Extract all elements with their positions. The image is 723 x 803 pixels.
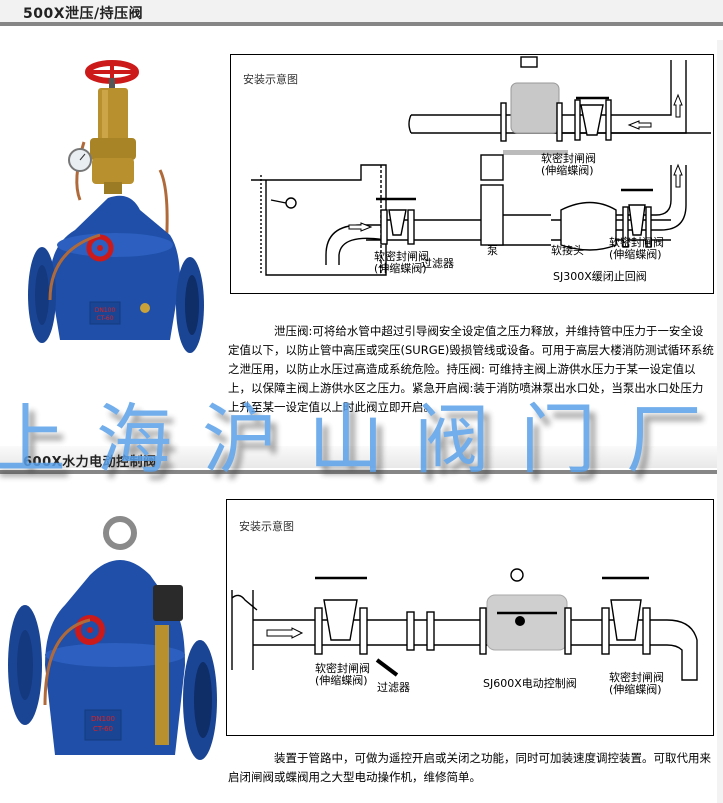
label-filter: 过滤器 <box>421 257 454 270</box>
label-left-gate: 软密封闸阀 (伸缩蝶阀) <box>374 250 429 275</box>
description-600x: 装置于管路中，可做为遥控开启或关闭之功能，同时可加装速度调控装置。可取代用来启闭… <box>228 751 711 784</box>
section-title-text: 600X水力电动控制阀 <box>23 455 157 470</box>
valve-600x-photo: DN100 CT-60 <box>8 516 217 760</box>
svg-text:CT-60: CT-60 <box>96 315 113 322</box>
label-control-valve: SJ600X电动控制阀 <box>483 677 577 690</box>
piping-schematic <box>251 56 711 276</box>
svg-text:DN100: DN100 <box>95 307 116 314</box>
section-divider <box>0 470 723 474</box>
svg-text:DN100: DN100 <box>91 715 115 723</box>
label-check-valve: SJ300X缓闭止回阀 <box>553 270 647 283</box>
label-top-gate: 软密封闸阀 (伸缩蝶阀) <box>541 152 596 177</box>
section-divider <box>0 22 723 26</box>
diagram-caption: 安装示意图 <box>239 520 294 533</box>
page-edge <box>717 40 723 803</box>
label-right-gate: 软密封闸阀 (伸缩蝶阀) <box>609 671 664 696</box>
install-diagram-600x: 安装示意图 <box>226 499 714 736</box>
label-right-gate: 软密封闸阀 (伸缩蝶阀) <box>609 236 664 261</box>
install-diagram-500x: 安装示意图 <box>230 54 714 294</box>
section-title-600x: 600X水力电动控制阀 <box>0 446 723 470</box>
diagram-caption: 安装示意图 <box>243 73 298 86</box>
section-title-500x: 500X泄压/持压阀 <box>0 0 723 22</box>
label-pump: 泵 <box>487 244 498 257</box>
label-left-gate: 软密封闸阀 (伸缩蝶阀) <box>315 662 370 687</box>
piping-schematic <box>231 568 698 681</box>
label-soft-joint: 软接头 <box>551 244 584 257</box>
description-500x: 泄压阀:可将给水管中超过引导阀安全设定值之压力释放，并维持管中压力于一安全设定值… <box>228 324 714 414</box>
svg-text:CT-60: CT-60 <box>93 725 113 733</box>
label-filter: 过滤器 <box>377 681 410 694</box>
section-title-text: 500X泄压/持压阀 <box>23 6 144 22</box>
valve-500x-photo: DN100 CT-60 <box>28 60 204 353</box>
